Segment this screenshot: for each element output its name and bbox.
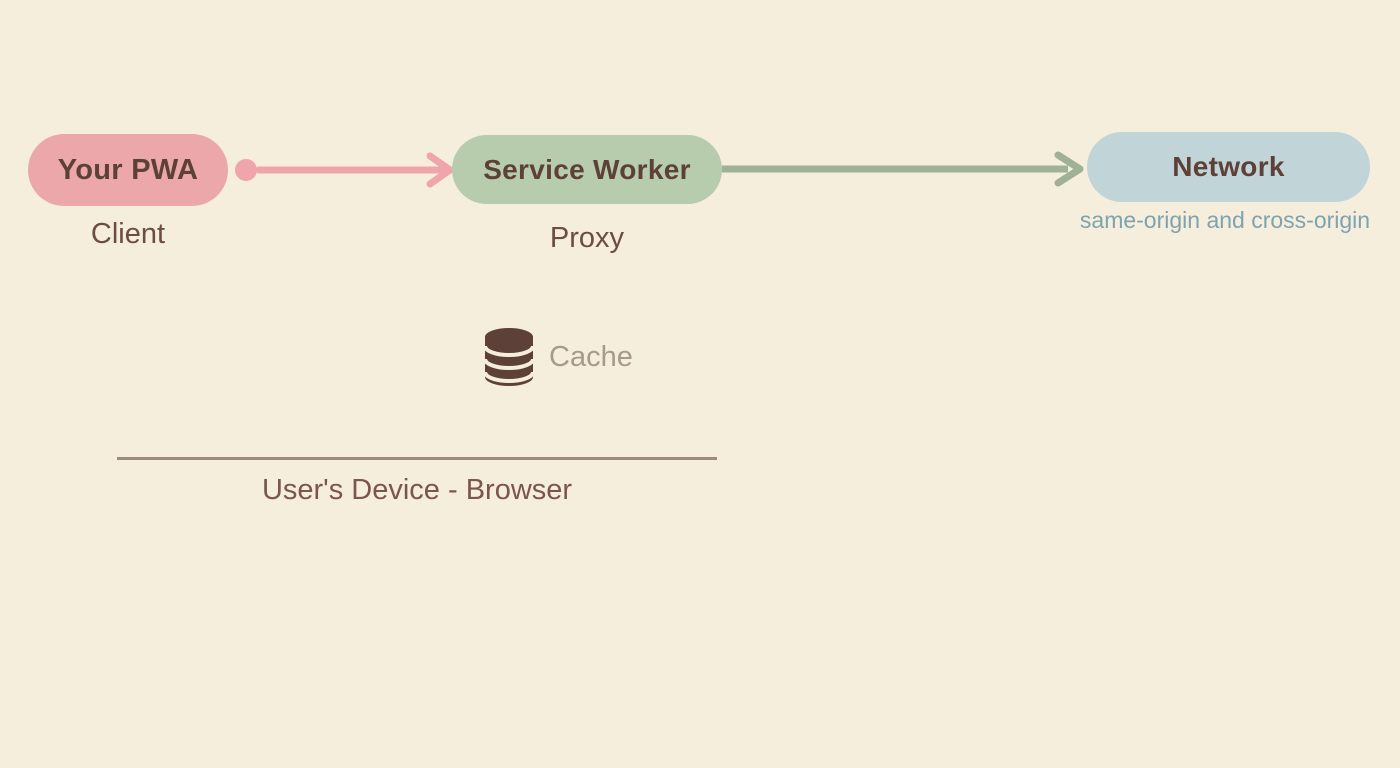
node-service-worker: Service Worker [452,135,722,204]
node-your-pwa-label: Your PWA [57,153,199,186]
cache-node: Cache [485,328,633,386]
service-worker-to-network-arrow [722,151,1084,187]
cache-label: Cache [549,340,633,373]
node-network-label: Network [1172,151,1285,182]
device-boundary-line [117,457,717,460]
device-boundary-label: User's Device - Browser [261,474,573,506]
arrowhead-icon [1054,151,1084,187]
node-network-sublabel: same-origin and cross-origin [1079,207,1371,233]
node-your-pwa: Your PWA [28,134,228,206]
database-cylinder-icon [485,328,533,386]
node-network: Network [1087,132,1370,202]
node-your-pwa-sublabel: Client [90,218,166,250]
node-service-worker-sublabel: Proxy [549,222,625,254]
arrow-origin-dot [235,159,257,181]
node-service-worker-label: Service Worker [483,153,691,185]
arrowhead-icon [426,152,454,188]
pwa-to-service-worker-arrow [235,152,454,188]
